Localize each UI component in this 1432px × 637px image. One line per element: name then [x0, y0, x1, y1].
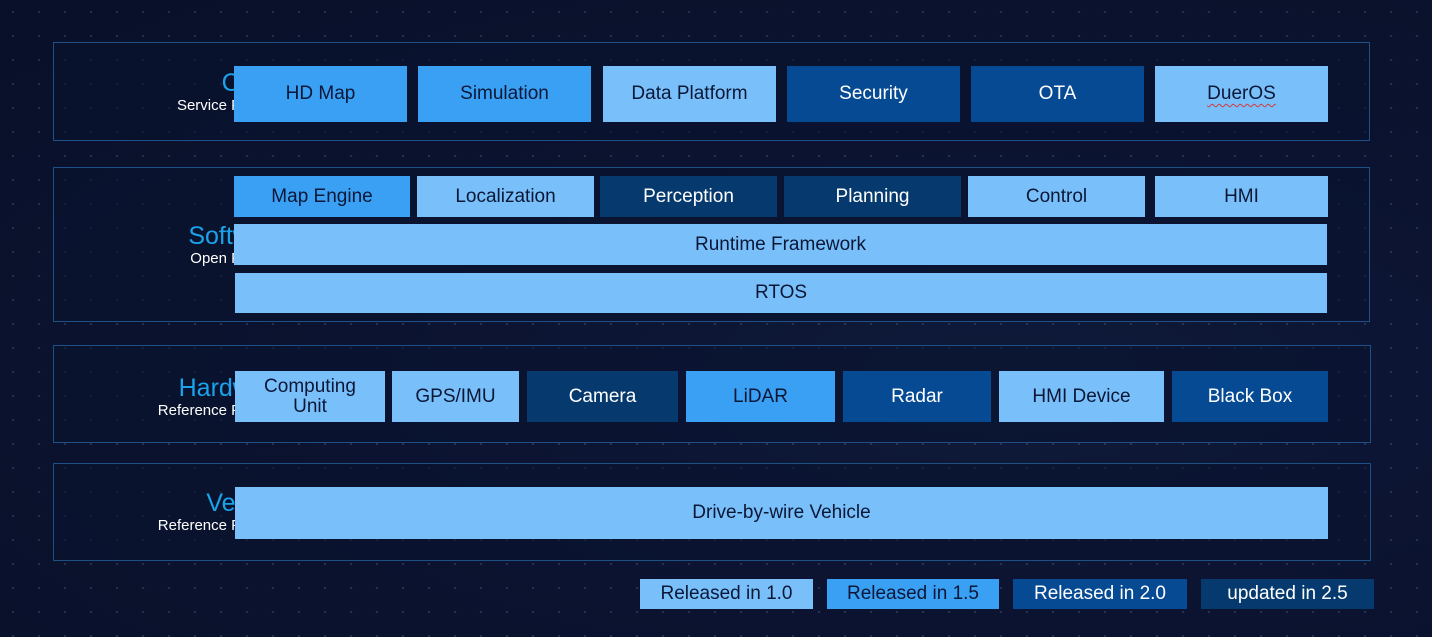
legend-updated-2-5: updated in 2.5: [1201, 579, 1374, 609]
rtos-bar: RTOS: [235, 273, 1327, 313]
hardware-item-computing-unit: Computing Unit: [235, 371, 385, 422]
hardware-item-gps-imu: GPS/IMU: [392, 371, 519, 422]
runtime-framework-bar: Runtime Framework: [234, 224, 1327, 265]
software-item-map-engine: Map Engine: [234, 176, 410, 217]
cloud-item-security: Security: [787, 66, 960, 122]
hardware-item-hmi-device: HMI Device: [999, 371, 1164, 422]
cloud-item-simulation: Simulation: [418, 66, 591, 122]
legend-released-1-5: Released in 1.5: [827, 579, 999, 609]
cloud-item-hd-map: HD Map: [234, 66, 407, 122]
cloud-item-ota: OTA: [971, 66, 1144, 122]
software-item-localization: Localization: [417, 176, 594, 217]
cloud-item-dueros-label: DuerOS: [1207, 83, 1276, 104]
software-item-perception: Perception: [600, 176, 777, 217]
software-item-control: Control: [968, 176, 1145, 217]
cloud-item-dueros: DuerOS: [1155, 66, 1328, 122]
software-item-planning: Planning: [784, 176, 961, 217]
legend-released-1-0: Released in 1.0: [640, 579, 813, 609]
hardware-item-radar: Radar: [843, 371, 991, 422]
hardware-item-camera: Camera: [527, 371, 678, 422]
hardware-item-black-box: Black Box: [1172, 371, 1328, 422]
software-item-hmi: HMI: [1155, 176, 1328, 217]
hardware-item-lidar: LiDAR: [686, 371, 835, 422]
legend-released-2-0: Released in 2.0: [1013, 579, 1187, 609]
cloud-item-data-platform: Data Platform: [603, 66, 776, 122]
drive-by-wire-vehicle-bar: Drive-by-wire Vehicle: [235, 487, 1328, 539]
